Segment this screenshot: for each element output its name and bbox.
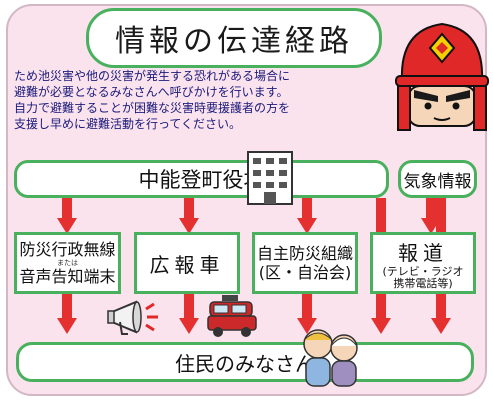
down-arrow-icon bbox=[371, 318, 391, 334]
residents-label: 住民のみなさん bbox=[175, 351, 315, 376]
down-arrow-icon bbox=[179, 318, 199, 334]
description-line: 支援し早めに避難活動を行ってください。 bbox=[14, 117, 242, 131]
arrow-stem bbox=[62, 198, 72, 220]
description-line: 避難が必要となるみなさんへ呼びかけを行います。 bbox=[14, 85, 289, 99]
pr-car-box: 広報車 bbox=[134, 232, 240, 294]
arrow-stem bbox=[426, 198, 436, 220]
arrow-stem bbox=[302, 198, 312, 220]
town-office-label: 中能登町役場 bbox=[138, 168, 265, 192]
residents-box: 住民のみなさん bbox=[16, 342, 474, 382]
page-title: 情報の伝達経路 bbox=[115, 24, 353, 59]
building-icon bbox=[247, 151, 293, 205]
voluntary-org-label: 自主防災組織 bbox=[256, 244, 353, 263]
arrow-stem bbox=[302, 294, 312, 318]
description-line: ため池災害や他の災害が発生する恐れがある場合に bbox=[14, 69, 291, 83]
weather-info-label: 気象情報 bbox=[403, 171, 472, 192]
down-arrow-icon bbox=[431, 318, 451, 334]
title-frame bbox=[86, 8, 382, 68]
megaphone-icon bbox=[107, 300, 158, 335]
voluntary-org-sublabel: (区・自治会) bbox=[258, 263, 352, 282]
disaster-radio-label: 防災行政無線 bbox=[19, 240, 116, 259]
media-sublabel: (テレビ・ラジオ bbox=[382, 264, 464, 278]
description: ため池災害や他の災害が発生する恐れがある場合に 避難が必要となるみなさんへ呼びか… bbox=[14, 68, 389, 132]
residents-couple-icon bbox=[303, 329, 358, 387]
voice-terminal-label: 音声告知端末 bbox=[19, 267, 116, 286]
description-line: 自力で避難することが困難な災害時要援護者の方を bbox=[14, 101, 291, 115]
arrow-stem bbox=[62, 294, 72, 318]
arrow-stem bbox=[184, 294, 194, 318]
down-arrow-icon bbox=[57, 218, 77, 234]
pr-car-label: 広報車 bbox=[149, 252, 225, 277]
firefighter-mascot-icon bbox=[395, 22, 489, 131]
town-office-box: 中能登町役場 bbox=[14, 160, 389, 198]
media-label: 報道 bbox=[398, 240, 448, 265]
arrow-stem bbox=[184, 198, 194, 220]
down-arrow-icon bbox=[297, 218, 317, 234]
disaster-radio-box: 防災行政無線 または 音声告知端末 bbox=[14, 232, 121, 294]
pr-car-icon bbox=[207, 295, 257, 337]
down-arrow-icon bbox=[57, 318, 77, 334]
or-label: または bbox=[57, 259, 78, 267]
down-arrow-icon bbox=[179, 218, 199, 234]
weather-info-box: 気象情報 bbox=[398, 160, 477, 198]
voluntary-org-box: 自主防災組織 (区・自治会) bbox=[252, 232, 358, 294]
down-arrow-icon bbox=[297, 318, 317, 334]
media-sublabel: 携帯電話等) bbox=[393, 276, 453, 290]
media-box: 報道 (テレビ・ラジオ 携帯電話等) bbox=[370, 232, 476, 294]
